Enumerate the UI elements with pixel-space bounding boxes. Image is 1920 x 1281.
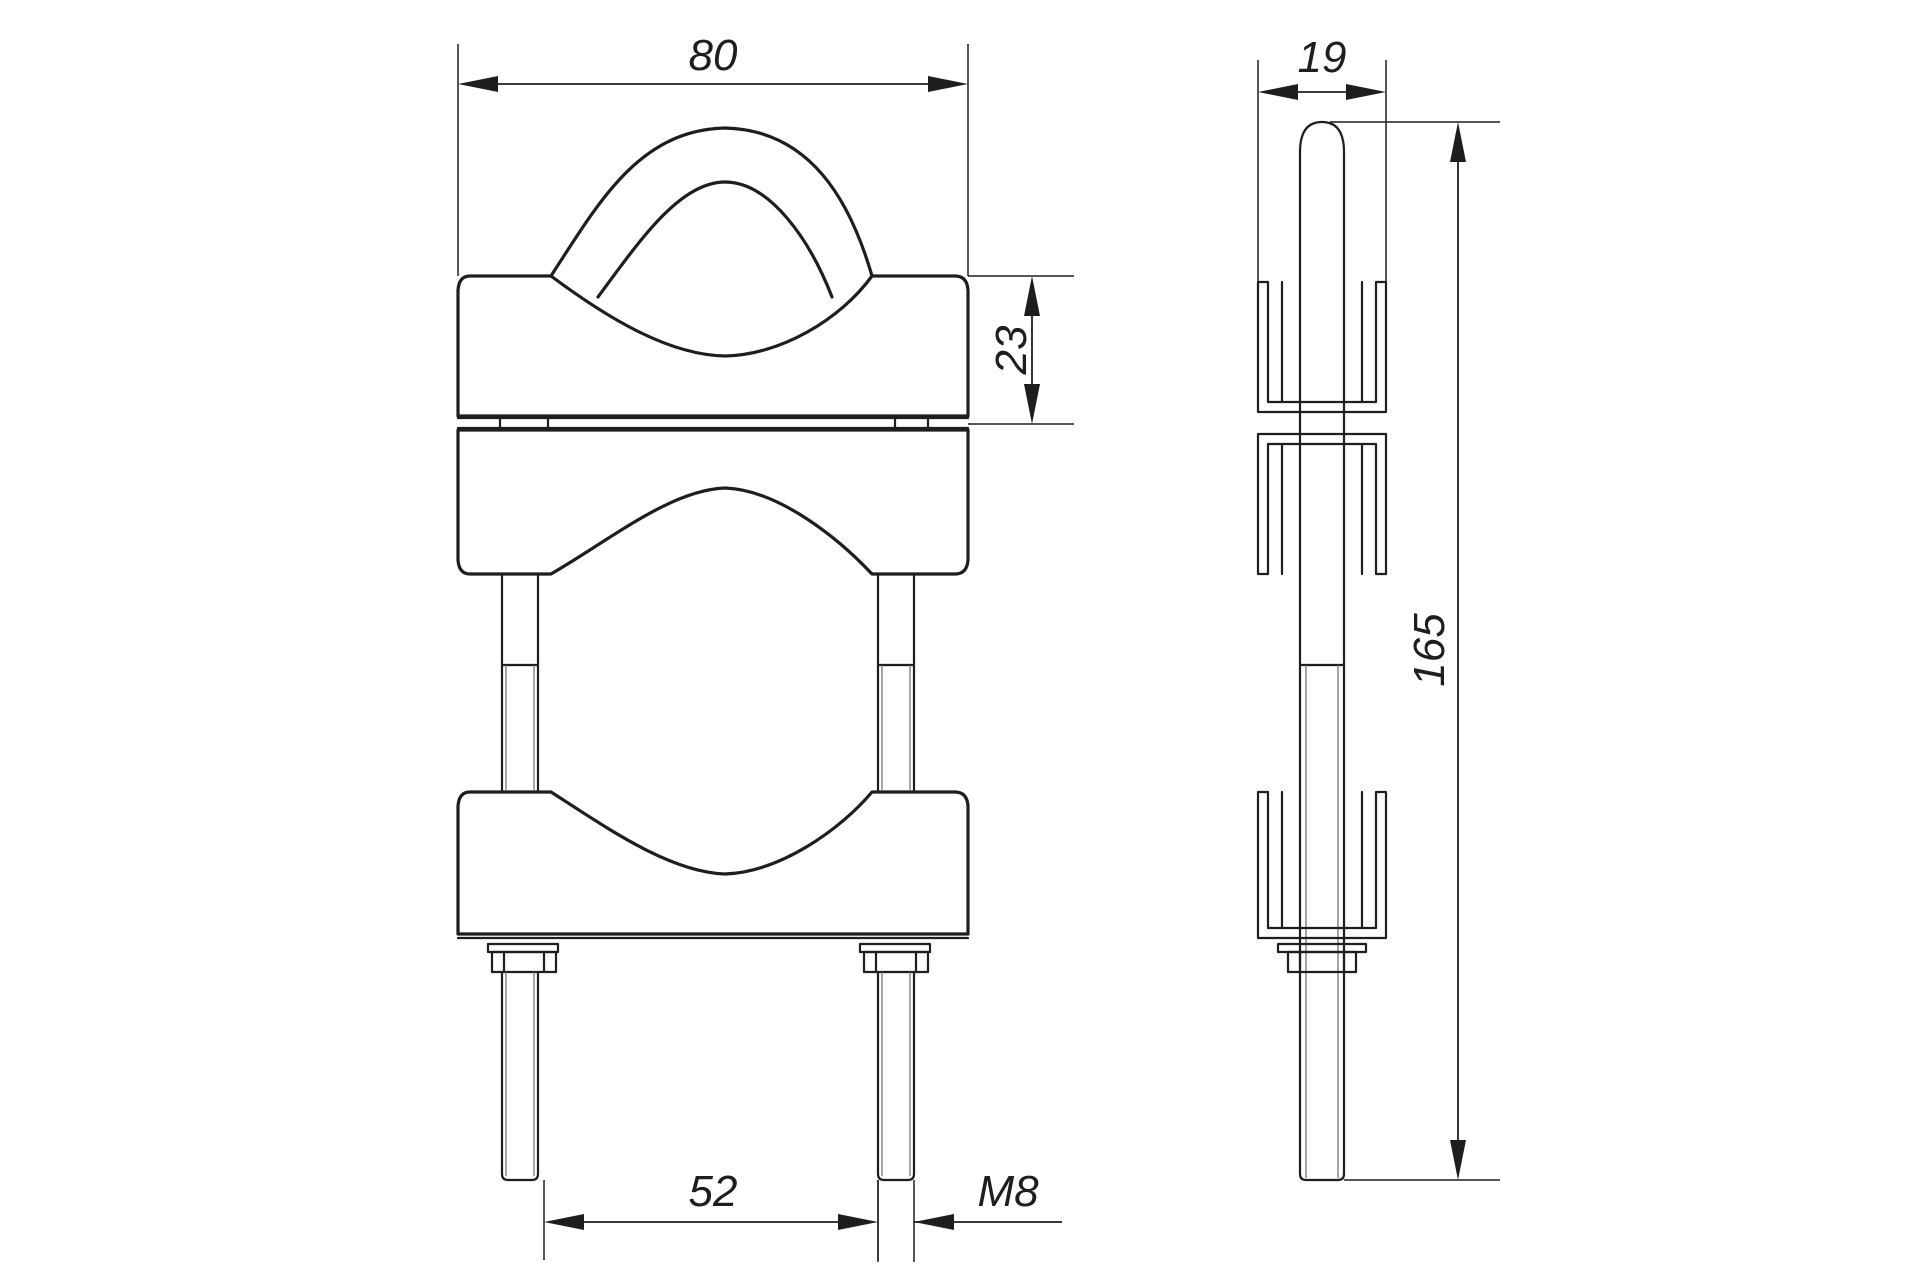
side-rod-thread-lines <box>1305 665 1339 1178</box>
dimension-m8-label: M8 <box>977 1167 1039 1216</box>
dimension-m8: M8 <box>877 1167 1062 1262</box>
middle-clamp-block <box>456 428 970 576</box>
side-nut <box>1286 950 1358 974</box>
left-bolt-shank <box>500 572 540 792</box>
dimension-80: 80 <box>457 31 969 276</box>
right-nut <box>862 950 930 974</box>
dimension-165-label: 165 <box>1405 613 1454 687</box>
left-washer <box>486 942 560 954</box>
upper-clamp-block <box>456 274 970 418</box>
dimension-52-label: 52 <box>689 1167 738 1216</box>
u-bolt-loop-inner <box>596 180 834 299</box>
side-rod <box>1298 120 1346 1182</box>
dimension-165: 165 <box>1330 121 1500 1181</box>
lower-bracket-inner <box>1280 790 1364 930</box>
lower-clamp-block <box>456 790 970 936</box>
dimension-52: 52 <box>543 1167 879 1260</box>
right-bolt-shank <box>876 572 916 792</box>
left-bolt-end-thread <box>505 972 535 1176</box>
dimension-19-label: 19 <box>1298 33 1347 82</box>
left-bolt-thread-lines <box>505 665 535 790</box>
front-view <box>456 126 970 1182</box>
seam-plate <box>456 416 970 430</box>
side-washer <box>1276 942 1368 954</box>
dimension-23: 23 <box>968 275 1074 425</box>
right-bolt-end-thread <box>881 972 911 1176</box>
dimension-80-label: 80 <box>689 31 738 80</box>
right-bolt-end <box>876 970 916 1182</box>
upper-bracket <box>1256 280 1388 414</box>
left-nut <box>490 950 558 974</box>
dimension-19: 19 <box>1257 33 1387 282</box>
dimension-23-label: 23 <box>987 325 1036 375</box>
lower-bracket <box>1256 790 1388 940</box>
side-view <box>1256 120 1388 1182</box>
right-washer <box>858 942 932 954</box>
middle-bracket <box>1256 432 1388 576</box>
u-bolt-loop-outer <box>549 126 874 278</box>
middle-bracket-inner <box>1280 442 1364 576</box>
right-bolt-thread-lines <box>881 665 911 790</box>
upper-bracket-inner <box>1280 280 1364 404</box>
seam-ticks <box>498 416 930 430</box>
left-bolt-end <box>500 970 540 1182</box>
